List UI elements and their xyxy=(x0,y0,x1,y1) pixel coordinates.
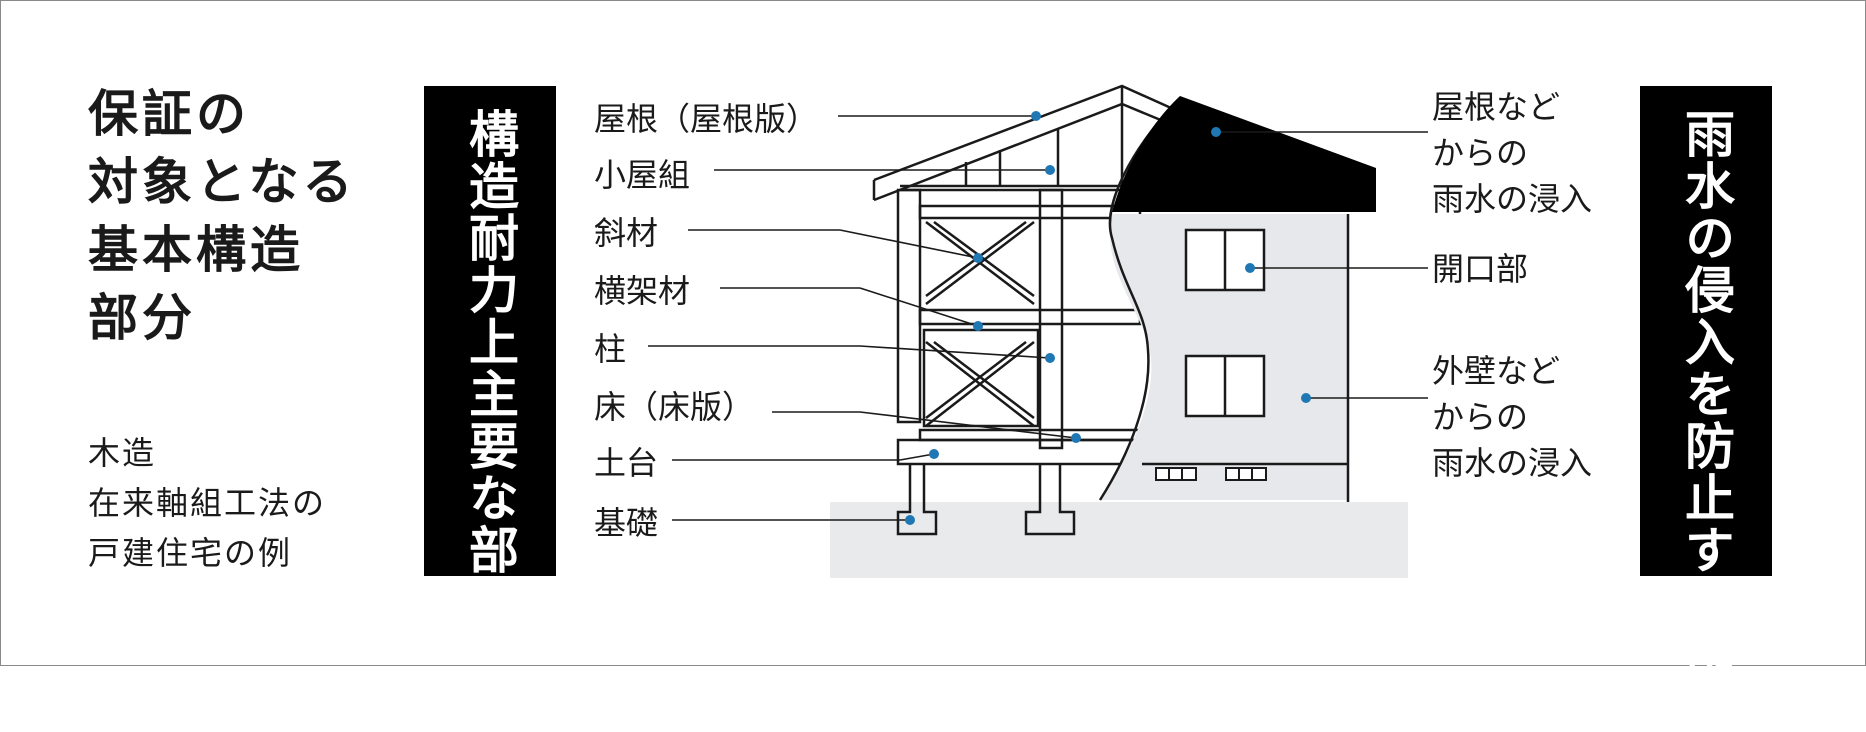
dot-brace xyxy=(973,253,983,263)
label-post: 柱 xyxy=(594,330,626,368)
window-lower xyxy=(1184,354,1266,418)
dot-roof-water xyxy=(1211,127,1221,137)
wall-edge-curve xyxy=(1098,97,1181,501)
structural-panel-line-1: 構造耐力上 xyxy=(461,108,519,368)
title-line-1: 保証の xyxy=(88,85,250,143)
label-wall-water-2: からの xyxy=(1432,398,1528,436)
label-opening: 開口部 xyxy=(1432,250,1528,288)
caption-line-2: 在来軸組工法の xyxy=(88,484,327,522)
leader-lines xyxy=(648,115,1428,521)
dot-opening xyxy=(1245,263,1255,273)
label-horizontal-member: 横架材 xyxy=(594,272,690,310)
label-brace: 斜材 xyxy=(594,214,658,252)
dot-post xyxy=(1045,353,1055,363)
label-roof-water-3: 雨水の浸入 xyxy=(1432,180,1592,218)
dot-wall-water xyxy=(1301,393,1311,403)
label-sill: 土台 xyxy=(594,444,658,482)
dot-foundation xyxy=(905,515,915,525)
foundation-vents xyxy=(1155,467,1267,481)
label-roof-board: 屋根（屋根版） xyxy=(594,100,818,138)
label-wall-water-3: 雨水の浸入 xyxy=(1432,444,1592,482)
figure-title: 保証の 対象となる 基本構造 部分 xyxy=(88,80,357,352)
label-roof-truss: 小屋組 xyxy=(594,156,690,194)
caption-line-1: 木造 xyxy=(88,434,157,472)
title-line-2: 対象となる xyxy=(88,153,357,211)
caption-line-3: 戸建住宅の例 xyxy=(88,534,293,572)
label-roof-water-1: 屋根など xyxy=(1432,88,1560,126)
house-diagram: 屋根（屋根版） 小屋組 斜材 横架材 柱 床（床版） 土台 基礎 屋根など から… xyxy=(594,84,1592,578)
dot-roof-board xyxy=(1031,111,1041,121)
title-line-3: 基本構造 xyxy=(88,221,304,279)
title-line-4: 部分 xyxy=(88,289,196,347)
building-type-caption: 木造 在来軸組工法の 戸建住宅の例 xyxy=(88,428,326,578)
label-foundation: 基礎 xyxy=(594,504,658,542)
dot-roof-truss xyxy=(1045,165,1055,175)
structural-panel-line-2: 主要な部分 xyxy=(461,368,519,628)
structural-parts-panel: 構造耐力上 主要な部分 xyxy=(424,86,556,628)
label-wall-water-1: 外壁など xyxy=(1432,352,1560,390)
callout-dots xyxy=(905,111,1311,525)
ground-area xyxy=(830,502,1408,578)
window-upper xyxy=(1184,228,1266,292)
roof-covering xyxy=(1112,96,1376,212)
label-roof-water-2: からの xyxy=(1432,134,1528,172)
water-panel-line-1: 雨水の侵入を xyxy=(1677,108,1735,420)
dot-beam xyxy=(973,321,983,331)
label-floor: 床（床版） xyxy=(594,388,754,426)
dot-sill xyxy=(929,449,939,459)
dot-floor xyxy=(1071,433,1081,443)
